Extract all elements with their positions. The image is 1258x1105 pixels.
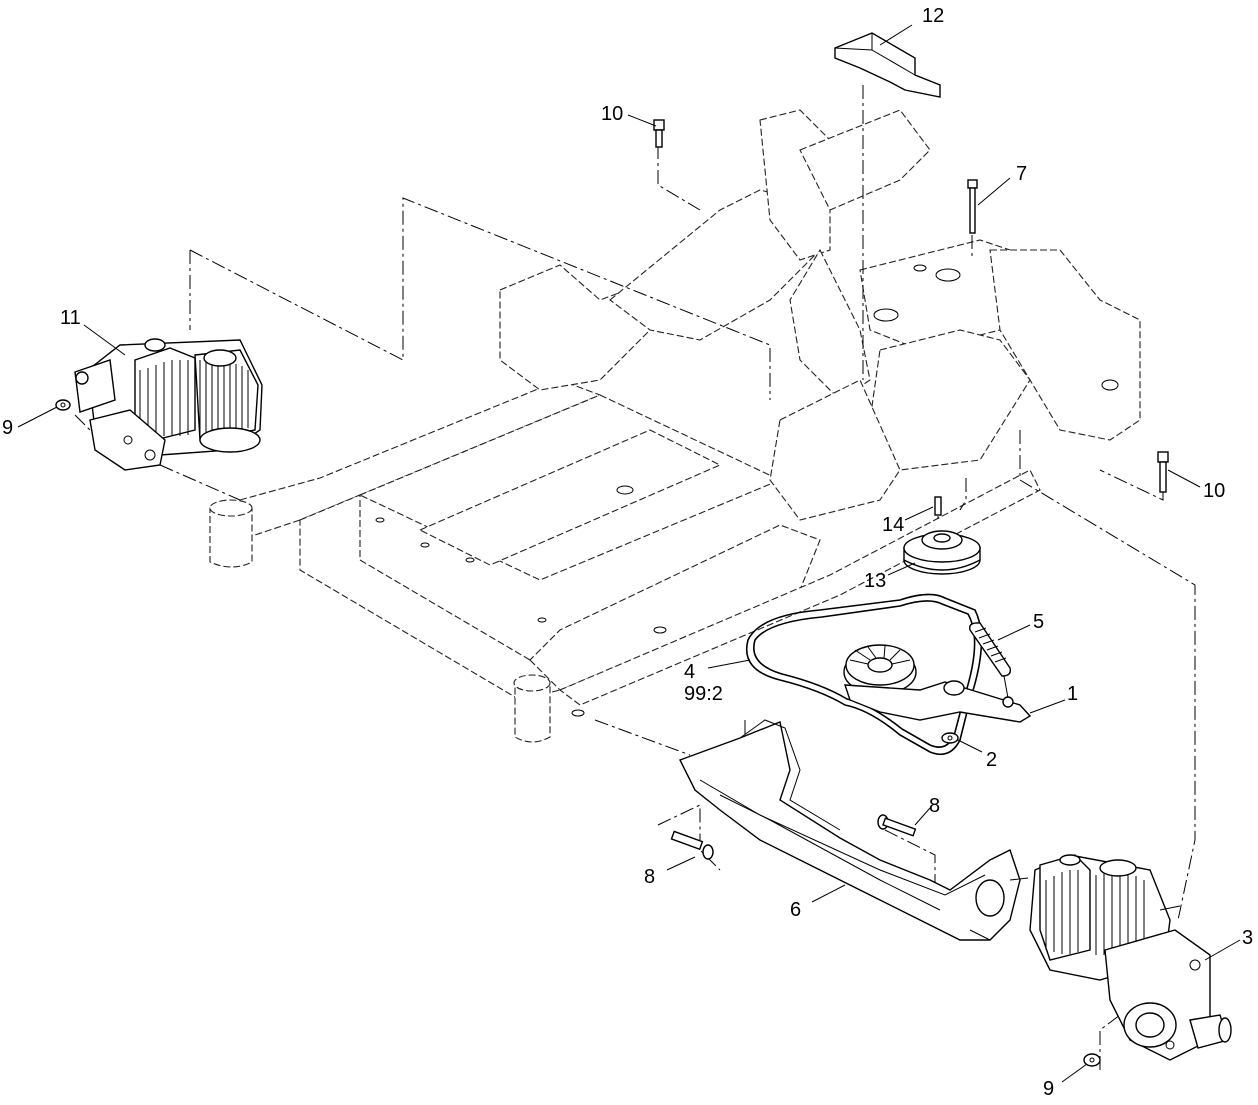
callout-9-left: 9 [2,417,13,439]
callout-12: 12 [922,5,944,27]
callout-6: 6 [790,899,801,921]
callout-10-right: 10 [1203,480,1225,502]
part-8-pin-right [877,814,917,837]
part-10-bolt-right [1157,451,1169,493]
part-9-nut-left [55,399,71,411]
chassis-frame [209,109,1141,743]
part-3-right-transaxle [1029,854,1232,1061]
part-11-left-transaxle [74,338,263,471]
part-9-nut-right [1083,1053,1101,1067]
callout-11: 11 [60,307,81,329]
callout-5: 5 [1033,611,1044,633]
callout-14: 14 [882,514,904,536]
callout-2: 2 [986,749,997,771]
callout-labels: 12 10 7 11 9 10 14 13 5 4 99:2 1 2 8 8 6… [2,5,1253,1100]
part-8-pin-left [670,830,714,860]
part-2-nut [941,732,959,744]
part-13-pulley [903,530,981,575]
callout-13: 13 [864,570,886,592]
callout-1: 1 [1067,683,1078,705]
callout-9-right: 9 [1043,1078,1054,1100]
part-10-bolt-upper [653,119,665,148]
callout-4: 4 [684,661,695,683]
assembly-leader-lines [74,85,1196,1070]
part-7-bolt [967,179,978,234]
callout-4-qty: 99:2 [684,683,723,705]
callout-8-left: 8 [644,866,655,888]
callout-3: 3 [1242,927,1253,949]
callout-leaders [17,24,1241,1083]
callout-10-upper: 10 [601,103,623,125]
part-14-key [934,496,942,516]
part-12-bracket [834,32,941,98]
part-5-spring [969,622,1012,699]
part-1-idler-arm [843,644,1032,723]
callout-8-right: 8 [929,795,940,817]
part-6-mount-bracket [679,719,1029,941]
callout-7: 7 [1016,163,1027,185]
